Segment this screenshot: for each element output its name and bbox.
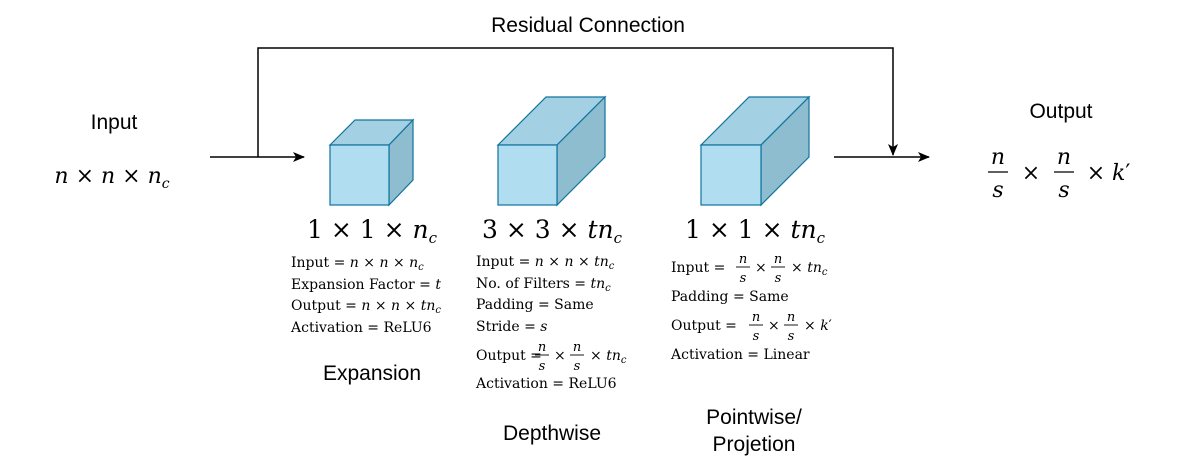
svg-text:n: n [752, 310, 760, 325]
pointwise-spec-activation: Activation = Linear [670, 347, 810, 363]
svg-text:×: × [768, 318, 780, 334]
input-shape: n × n × nc [54, 164, 169, 192]
pointwise-stage-name-line1: Pointwise/ [706, 406, 802, 429]
svg-text:n: n [573, 340, 581, 355]
svg-text:n: n [538, 340, 546, 355]
depthwise-spec-output: Output = n s × n s × tnc [476, 340, 627, 374]
pointwise-specs: Input = n s × n s × tnc Padding = Same O… [670, 252, 832, 363]
svg-text:n: n [774, 252, 782, 267]
svg-text:s: s [740, 271, 747, 286]
svg-text:×: × [554, 348, 566, 364]
expansion-spec-output: Output = n × n × tnc [291, 298, 441, 316]
svg-text:× tnc: × tnc [590, 348, 627, 366]
svg-text:n: n [991, 145, 1005, 170]
svg-text:s: s [1058, 178, 1069, 203]
residual-connection-arrow [257, 47, 898, 157]
svg-text:s: s [753, 329, 760, 344]
svg-text:n: n [739, 252, 747, 267]
expansion-cube [328, 118, 415, 207]
expansion-specs: Input = n × n × nc Expansion Factor = t … [290, 255, 441, 336]
pointwise-cube [699, 95, 811, 207]
svg-text:× tnc: × tnc [791, 260, 828, 278]
svg-text:Output =: Output = [476, 348, 542, 364]
depthwise-spec-stride: Stride = s [476, 319, 547, 335]
pointwise-spec-output: Output = n s × n s × k′ [671, 310, 832, 344]
depthwise-spec-activation: Activation = ReLU6 [475, 376, 617, 392]
expansion-spec-input: Input = n × n × nc [291, 255, 424, 273]
svg-text:s: s [788, 329, 795, 344]
pointwise-spec-input: Input = n s × n s × tnc [671, 252, 828, 286]
pointwise-kernel: 1 × 1 × tnc [685, 215, 826, 247]
svg-text:×: × [1022, 161, 1040, 186]
expansion-spec-factor: Expansion Factor = t [291, 277, 441, 293]
svg-text:n: n [787, 310, 795, 325]
input-title: Input [91, 111, 138, 134]
depthwise-stage-name: Depthwise [503, 422, 601, 445]
svg-text:s: s [574, 359, 581, 374]
svg-text:n: n [1057, 145, 1071, 170]
pointwise-stage-name-line2: Projetion [713, 433, 796, 456]
output-title: Output [1029, 100, 1092, 123]
depthwise-cube [496, 95, 607, 207]
svg-text:× k′: × k′ [804, 318, 832, 334]
svg-text:s: s [775, 271, 782, 286]
svg-text:×: × [755, 260, 767, 276]
expansion-spec-activation: Activation = ReLU6 [290, 320, 432, 336]
depthwise-spec-padding: Padding = Same [476, 297, 594, 313]
svg-text:k′: k′ [1112, 161, 1130, 186]
expansion-kernel: 1 × 1 × nc [307, 215, 438, 247]
depthwise-spec-input: Input = n × n × tnc [476, 254, 615, 272]
depthwise-specs: Input = n × n × tnc No. of Filters = tnc… [475, 254, 627, 392]
svg-text:s: s [992, 178, 1003, 203]
depthwise-kernel: 3 × 3 × tnc [482, 215, 623, 247]
residual-connection-label: Residual Connection [491, 14, 685, 37]
svg-text:×: × [1087, 161, 1105, 186]
output-shape: n s × n s × k′ [988, 145, 1130, 203]
depthwise-spec-filters: No. of Filters = tnc [476, 276, 611, 294]
svg-text:s: s [539, 359, 546, 374]
svg-text:Input =: Input = [671, 260, 725, 276]
svg-text:Output =: Output = [671, 318, 737, 334]
expansion-stage-name: Expansion [323, 362, 421, 385]
pointwise-spec-padding: Padding = Same [671, 289, 789, 305]
